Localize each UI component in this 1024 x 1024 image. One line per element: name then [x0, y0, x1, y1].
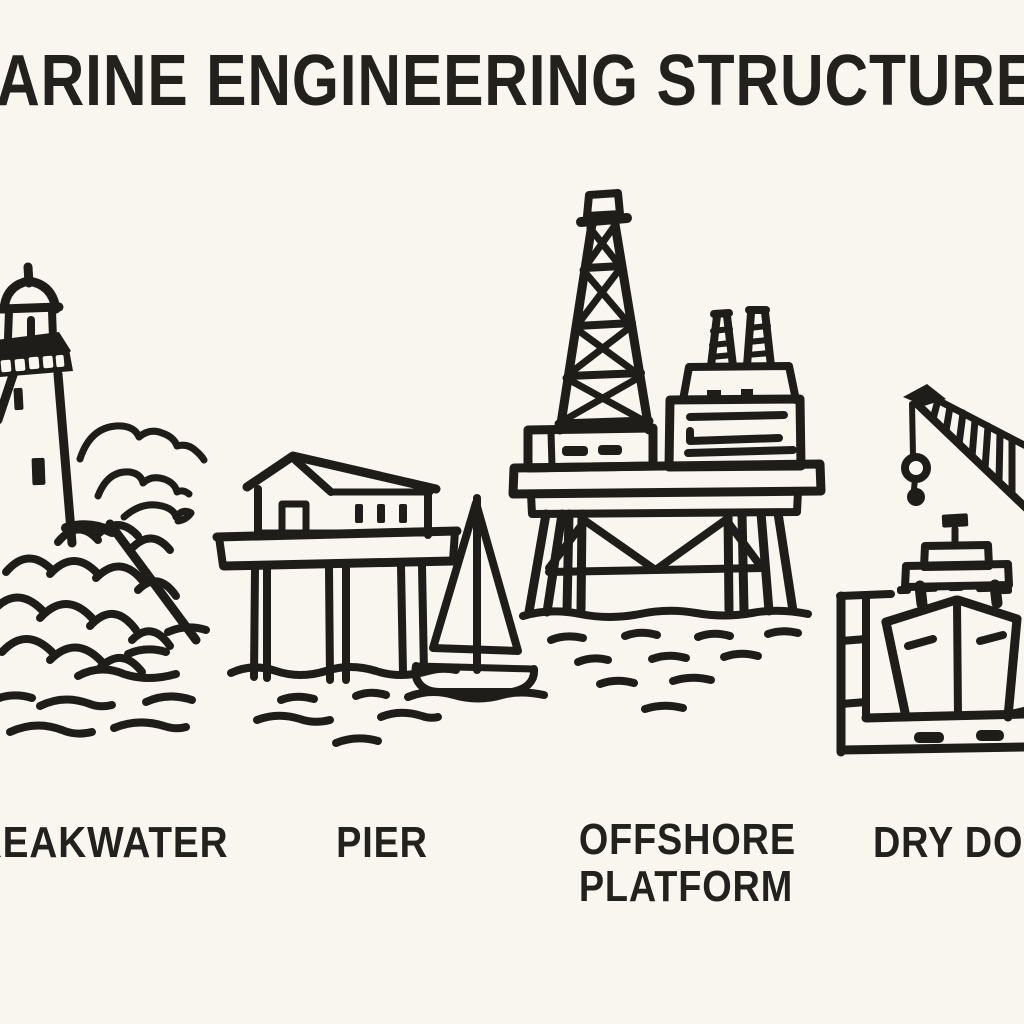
- lighthouse-gallery-railing: [0, 354, 65, 373]
- pier-waves: [227, 663, 460, 747]
- ship-icon: [881, 513, 1022, 722]
- pier-house-windows: [355, 504, 407, 523]
- label-dry-dock: DRY DOCK: [873, 818, 1024, 867]
- crane-icon: [901, 384, 1024, 512]
- lighthouse-icon: [0, 262, 77, 548]
- title-row: MARINE ENGINEERING STRUCTURES: [0, 40, 1024, 122]
- derrick-tower: [523, 189, 658, 473]
- label-pier: PIER: [336, 818, 428, 867]
- ship-deck-dashes: [896, 582, 1013, 595]
- cloud-squiggles: [76, 422, 208, 525]
- page-title: MARINE ENGINEERING STRUCTURES: [0, 41, 1024, 121]
- crane-hook-pulley: [901, 453, 931, 483]
- dock-basin: [836, 590, 1024, 757]
- label-breakwater: BREAKWATER: [0, 818, 229, 867]
- label-offshore-platform: OFFSHORE PLATFORM: [578, 815, 796, 911]
- platform-deck-and-legs: [508, 459, 826, 617]
- sailboat-icon: [404, 494, 548, 703]
- keel-block: [976, 730, 1004, 741]
- platform-stacks: [707, 306, 775, 370]
- breakwater-waves: [0, 623, 210, 738]
- platform-building: [664, 306, 806, 472]
- ship-funnel-top: [941, 513, 969, 528]
- keel-block: [914, 732, 944, 743]
- pier-house: [242, 451, 441, 539]
- breakwater-rocks: [0, 519, 201, 676]
- crane-hook-ball: [907, 488, 925, 506]
- pier-deck-and-piles: [212, 526, 462, 684]
- platform-waves: [519, 606, 812, 713]
